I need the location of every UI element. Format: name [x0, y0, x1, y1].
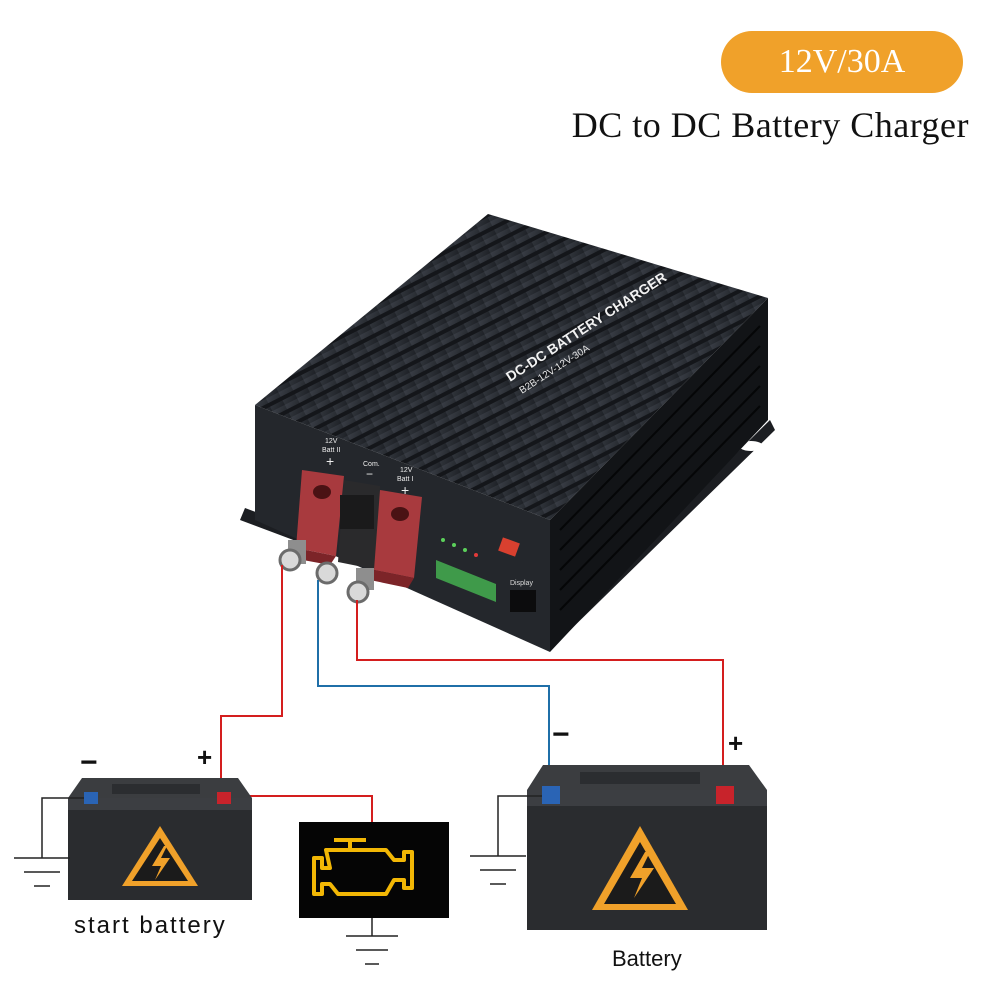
start-battery-pos-post — [217, 792, 231, 804]
side-fins — [559, 325, 761, 611]
terminal-mid-minus: − — [366, 467, 373, 481]
terminal-left-plus: + — [326, 453, 334, 469]
house-battery-plus-label: + — [728, 728, 743, 758]
wire-batt-i-positive — [356, 600, 724, 790]
warning-icon — [592, 826, 688, 910]
status-leds — [441, 538, 478, 557]
charger-device: DC-DC BATTERY CHARGER B2B-12V-12V-30A 12… — [240, 214, 775, 652]
wire-start-to-engine — [226, 795, 373, 822]
wire-batt-ii-positive — [220, 565, 283, 796]
ground-symbol — [14, 857, 70, 887]
heatsink-top — [255, 214, 768, 520]
house-battery-minus-label: − — [552, 718, 570, 751]
ground-symbol — [346, 935, 398, 965]
terminal-left-voltage: 12V — [325, 438, 338, 445]
display-port — [510, 590, 536, 612]
terminal-right-plus: + — [401, 482, 409, 498]
warning-icon — [122, 826, 198, 886]
house-battery — [527, 765, 767, 930]
display-port-label: Display — [510, 580, 533, 587]
start-battery-plus-label: + — [197, 742, 212, 772]
start-battery-minus-label: − — [80, 746, 98, 779]
engine-icon — [299, 822, 449, 918]
house-battery-ground-wire — [497, 795, 542, 856]
signal-connector — [436, 560, 496, 602]
dip-switch — [498, 537, 520, 557]
start-battery-neg-post — [84, 792, 98, 804]
wire-com-negative — [317, 580, 550, 790]
terminal-batt-i — [346, 490, 422, 604]
start-battery — [68, 778, 252, 900]
start-battery-ground-wire — [41, 797, 84, 858]
rating-badge: 12V/30A — [721, 31, 963, 93]
start-battery-caption: start battery — [74, 912, 227, 939]
terminal-batt-ii — [278, 470, 344, 572]
terminal-com — [315, 480, 380, 585]
mount-slot — [597, 600, 625, 612]
terminal-right-voltage: 12V — [400, 467, 413, 474]
house-battery-pos-post — [716, 786, 734, 804]
rating-badge-text: 12V/30A — [778, 43, 906, 80]
terminal-right-name: Batt I — [397, 476, 413, 483]
house-battery-neg-post — [542, 786, 560, 804]
terminal-left-name: Batt II — [322, 447, 340, 454]
terminal-mid-name: Com. — [363, 461, 380, 468]
ground-symbol — [470, 855, 526, 885]
page-title: DC to DC Battery Charger — [571, 105, 969, 145]
house-battery-caption: Battery — [612, 946, 682, 971]
mounting-flange — [240, 420, 775, 640]
